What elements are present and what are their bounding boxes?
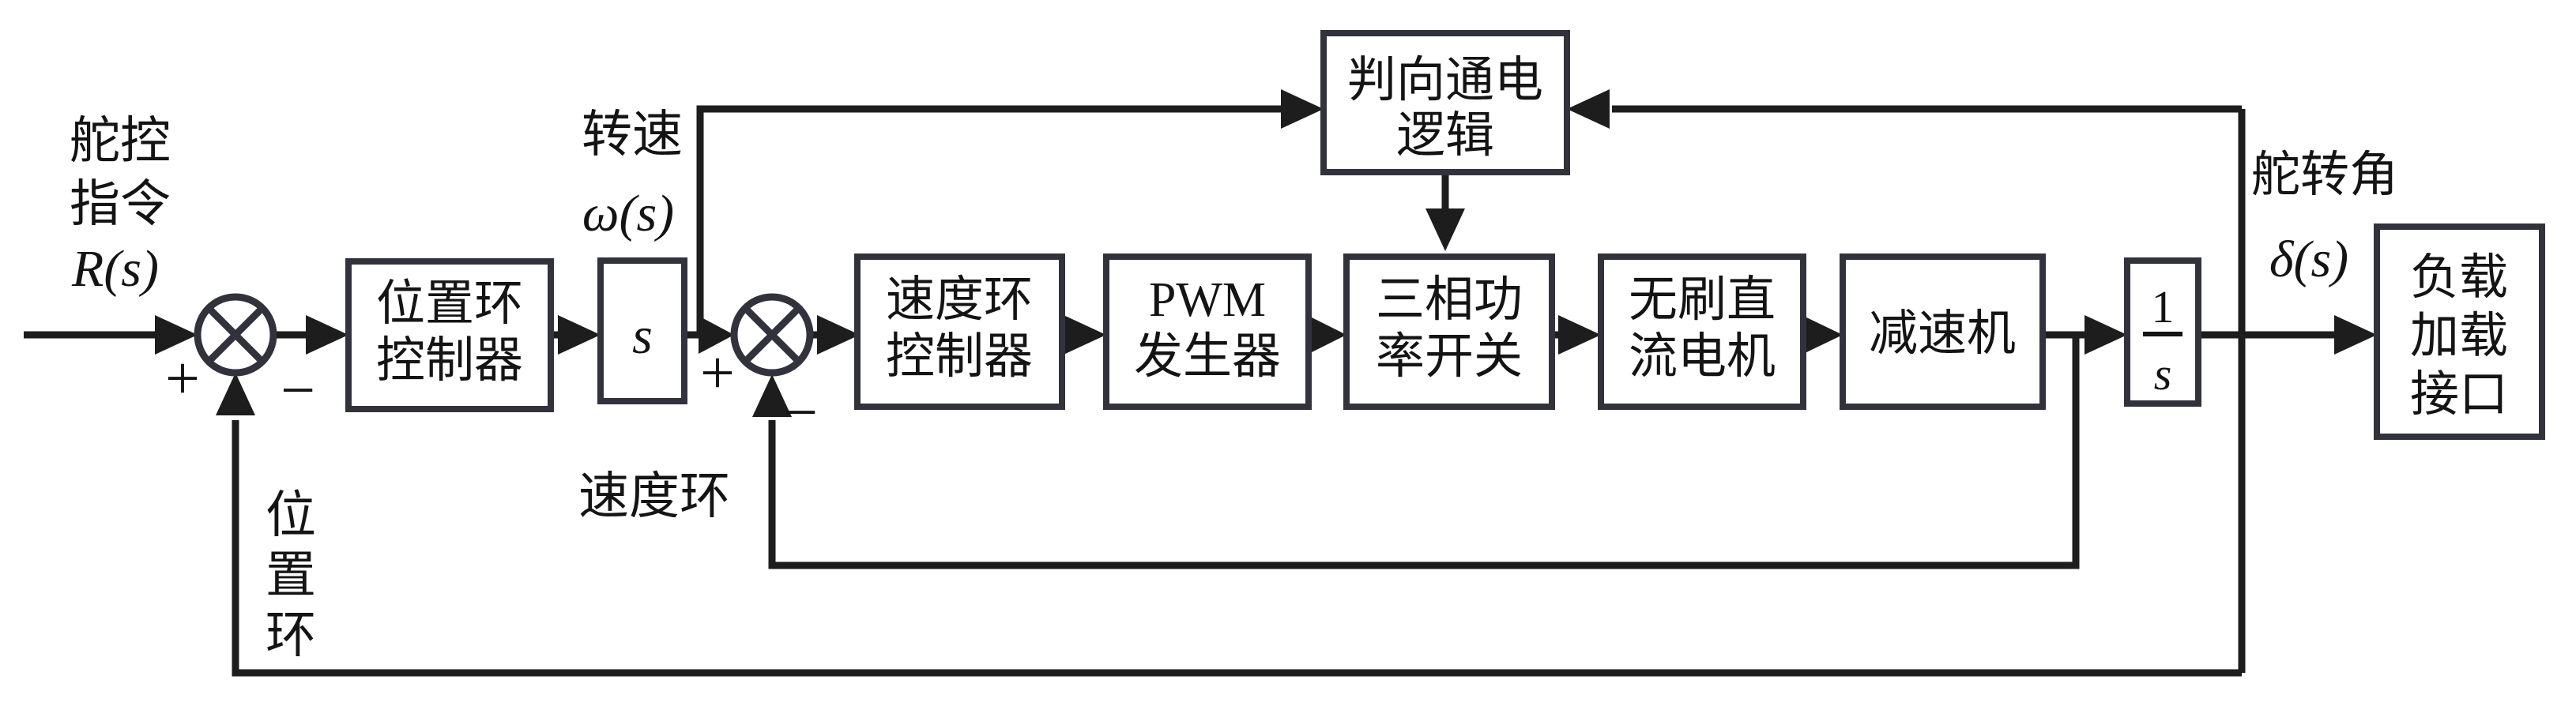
direction-logic-label-line2: 逻辑	[1396, 109, 1494, 163]
wire-speed-feedback-loop	[768, 335, 2080, 569]
arrowhead-into-speed-controller	[817, 315, 860, 355]
input-label-line1: 舵控	[70, 113, 171, 169]
three-phase-switch-label-line1: 三相功	[1376, 273, 1523, 327]
speed-tap-symbol: ω(s)	[582, 185, 674, 242]
integrator-denominator: s	[2154, 348, 2172, 400]
arrowhead-into-switch-top	[1425, 208, 1465, 251]
arrowhead-into-direction-logic-right	[1567, 89, 1610, 129]
position-loop-char-2: 置	[266, 547, 316, 603]
block-position-controller	[345, 258, 554, 412]
load-interface-label-line3: 接口	[2410, 368, 2508, 422]
arrowhead-into-integrator	[2085, 315, 2127, 355]
arrowhead-into-motor	[1558, 315, 1601, 355]
input-label-line2: 指令	[70, 176, 171, 232]
block-s	[597, 257, 687, 404]
output-symbol: δ(s)	[2269, 231, 2348, 288]
bldc-motor-label-line1: 无刷直	[1629, 273, 1776, 327]
input-symbol: R(s)	[71, 240, 159, 298]
speed-controller-label-line1: 速度环	[886, 273, 1033, 327]
block-pwm-generator	[1103, 253, 1312, 410]
arrowhead-into-position-controller	[306, 315, 348, 355]
wire-position-feedback-loop	[232, 420, 2242, 677]
sum2-minus-sign: −	[783, 377, 818, 446]
wire-speed-tap-to-direction-logic	[696, 105, 1282, 335]
summing-junction-2	[730, 293, 814, 377]
blocks: 判向通电 逻辑 位置环 控制器 s 速度环 控制器 PWM 发生器 三相功 率开…	[345, 30, 2545, 440]
wires	[24, 89, 2377, 677]
sum1-cross-line-b	[205, 305, 266, 365]
block-speed-controller	[854, 253, 1065, 410]
position-controller-label-line1: 位置环	[376, 277, 523, 331]
arrowhead-into-direction-logic-left	[1281, 89, 1324, 129]
arrowhead-into-pwm	[1064, 315, 1106, 355]
s-block-label: s	[632, 307, 653, 365]
arrowhead-speed-feedback-into-sum2	[752, 374, 792, 417]
block-three-phase-power-switch	[1343, 253, 1555, 410]
position-controller-label-line2: 控制器	[376, 334, 523, 388]
three-phase-switch-label-line2: 率开关	[1376, 330, 1523, 384]
pwm-generator-label-line1: PWM	[1149, 273, 1266, 327]
load-interface-label-line2: 加载	[2410, 310, 2508, 363]
signal-labels: 舵控 指令 R(s) 转速 ω(s) 速度环 位 置 环 舵转角 δ(s) + …	[70, 107, 2398, 663]
block-brushless-dc-motor	[1598, 253, 1806, 410]
integrator-numerator: 1	[2152, 281, 2175, 332]
load-interface-label-line1: 负载	[2410, 251, 2508, 305]
bldc-motor-label-line2: 流电机	[1629, 330, 1776, 384]
sum2-cross-line-b	[742, 305, 802, 365]
speed-tap-label: 转速	[582, 107, 683, 163]
sum1-plus-sign: +	[165, 344, 200, 412]
reducer-label: 减速机	[1869, 307, 2016, 361]
position-loop-char-1: 位	[266, 487, 316, 543]
arrowhead-into-load-interface	[2334, 315, 2377, 355]
sum2-plus-sign: +	[700, 338, 735, 407]
arrowhead-into-reducer	[1803, 316, 1843, 354]
block-reducer	[1840, 253, 2046, 410]
block-direction-logic	[1320, 30, 1570, 175]
arrowhead-into-s-block	[558, 315, 601, 355]
arrowhead-into-three-phase-switch	[1309, 316, 1346, 354]
direction-logic-label-line1: 判向通电	[1347, 54, 1543, 107]
arrowhead-into-sum1	[155, 315, 198, 355]
speed-controller-label-line2: 控制器	[886, 330, 1033, 384]
sum1-minus-sign: −	[281, 355, 315, 424]
block-load-interface	[2374, 223, 2545, 440]
summing-junction-1	[194, 293, 277, 377]
position-loop-char-3: 环	[266, 607, 316, 663]
output-label: 舵转角	[2251, 148, 2398, 202]
pwm-generator-label-line2: 发生器	[1134, 330, 1281, 384]
speed-loop-label: 速度环	[578, 468, 730, 524]
arrowhead-into-sum2	[699, 316, 734, 354]
arrowhead-position-feedback-into-sum1	[216, 373, 255, 415]
